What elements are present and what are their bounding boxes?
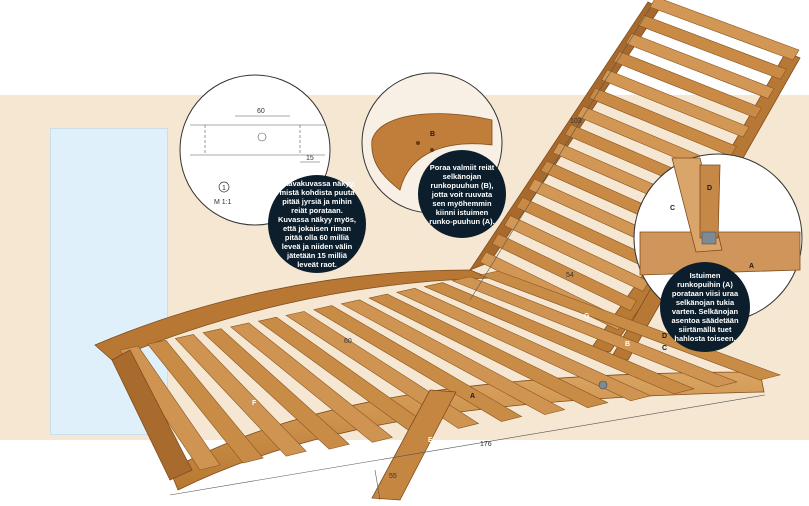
seat-slat bbox=[368, 293, 609, 409]
backrest-slat bbox=[491, 233, 637, 312]
detail-part-label-a: A bbox=[749, 263, 754, 270]
detail-part-label-c: C bbox=[670, 205, 675, 212]
dimension-seat-depth: 60 bbox=[344, 338, 352, 345]
detail-dim-top: 60 bbox=[257, 108, 265, 115]
dimension-leg-height: 55 bbox=[389, 473, 397, 480]
seat-slat bbox=[174, 334, 307, 457]
dimension-lines bbox=[169, 7, 766, 501]
seat-slat bbox=[423, 282, 695, 395]
dimension-backrest-width: 54 bbox=[566, 272, 574, 279]
detail-scale-text: M 1:1 bbox=[214, 199, 232, 206]
part-label-a: A bbox=[470, 393, 475, 400]
detail-dim-small: 15 bbox=[306, 155, 314, 162]
seat-slat bbox=[313, 305, 523, 422]
backrest-slat bbox=[625, 33, 775, 99]
backrest-slat bbox=[600, 69, 750, 138]
seat-slat bbox=[478, 270, 782, 381]
callout-holes: Poraa valmiit reiät selkänojan runkopuuh… bbox=[418, 150, 506, 238]
dimension-total-length: 176 bbox=[480, 441, 492, 448]
seat-slat bbox=[202, 328, 350, 450]
part-label-g: G bbox=[584, 313, 590, 320]
part-label-b: B bbox=[625, 341, 630, 348]
seat-slat bbox=[230, 322, 393, 443]
detail-part-label-d: D bbox=[707, 185, 712, 192]
backrest-slat bbox=[649, 0, 800, 61]
dimension-backrest-length: 103 bbox=[570, 118, 582, 125]
backrest-slat bbox=[613, 51, 762, 119]
detail-part-label-b: B bbox=[430, 131, 435, 138]
seat-slat bbox=[119, 345, 221, 471]
part-label-f: F bbox=[252, 400, 257, 407]
seat-slat bbox=[451, 276, 738, 388]
seat-slat bbox=[395, 287, 652, 402]
callout-seat: Istuimen runkopuihin (A) porataan viisi … bbox=[660, 262, 750, 352]
backrest-slat bbox=[588, 87, 737, 157]
bolt-icon bbox=[598, 380, 608, 390]
seat-slat bbox=[340, 299, 566, 415]
backrest-slat bbox=[637, 14, 787, 80]
callout-drawing: Kaavakuvassa näkyy, mistä kohdista puuta… bbox=[268, 175, 366, 273]
detail-scale-number: 1 bbox=[222, 185, 226, 192]
part-label-e: E bbox=[428, 437, 433, 444]
seat-slat bbox=[147, 339, 264, 464]
part-label-d: D bbox=[662, 333, 667, 340]
leg-e bbox=[111, 349, 457, 501]
part-label-c: C bbox=[662, 345, 667, 352]
